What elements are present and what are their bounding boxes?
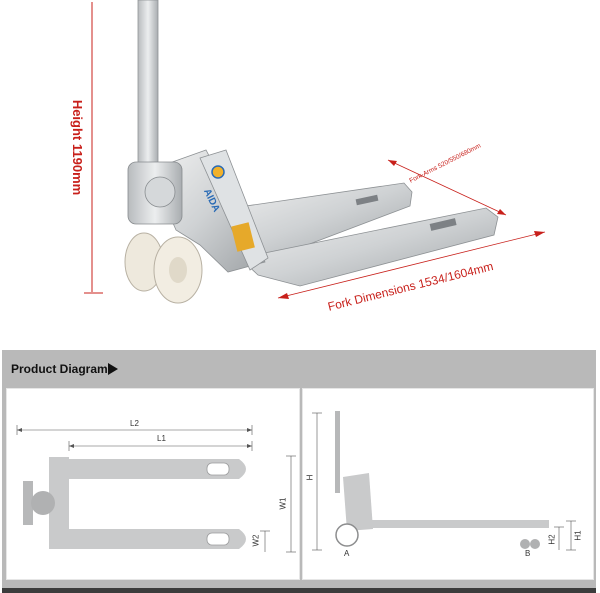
- wheel-hub: [169, 257, 187, 283]
- pump-cylinder: [144, 176, 176, 208]
- fork-arms-dimension-line: [387, 159, 507, 216]
- fork-slot: [429, 218, 457, 231]
- side-view-drawing: [312, 411, 576, 551]
- warning-label: [231, 222, 255, 252]
- bottom-fork: [69, 529, 246, 549]
- handle-tube: [137, 0, 159, 176]
- height-dimension-line: [84, 2, 103, 294]
- height-label: Height 1190mm: [70, 99, 86, 196]
- frame: [343, 473, 373, 531]
- arrowhead: [247, 428, 252, 432]
- product-diagram-panel: Product Diagram: [2, 350, 596, 593]
- label-h1: H1: [573, 530, 583, 541]
- label-h: H: [305, 474, 315, 481]
- side-view-diagram: H H1 H2 A B: [302, 388, 594, 580]
- handle: [335, 411, 340, 493]
- arrowhead: [247, 444, 252, 448]
- fork-roller: [206, 532, 230, 546]
- top-view-drawing: [16, 425, 296, 553]
- steering-wheel: [335, 523, 359, 547]
- label-l2: L2: [130, 419, 139, 428]
- arrowhead: [69, 444, 74, 448]
- handle: [23, 481, 33, 525]
- fork-roller: [520, 539, 530, 549]
- play-arrow-icon: [108, 363, 118, 375]
- fork-roller: [530, 539, 540, 549]
- label-b: B: [525, 549, 531, 558]
- top-fork: [69, 459, 246, 479]
- label-w2: W2: [251, 534, 261, 547]
- top-view-diagram: L2 L1 W1 W2: [6, 388, 300, 580]
- frame: [49, 457, 69, 549]
- fork-roller: [206, 462, 230, 476]
- arrowhead: [17, 428, 22, 432]
- pallet-truck-illustration: [84, 0, 546, 304]
- label-l1: L1: [157, 434, 166, 443]
- fork-slot: [355, 194, 379, 206]
- fork: [369, 520, 549, 528]
- label-h2: H2: [547, 534, 557, 545]
- label-w1: W1: [278, 497, 288, 510]
- fork-dimension-line: [277, 231, 546, 299]
- product-photo: Height 1190mm Fork-Arms 520/550/680mm Fo…: [70, 0, 546, 314]
- pump: [31, 491, 55, 515]
- label-a: A: [344, 549, 350, 558]
- footer-bar: [2, 588, 596, 593]
- section-title: Product Diagram: [11, 362, 108, 376]
- brand-logo: [211, 165, 225, 179]
